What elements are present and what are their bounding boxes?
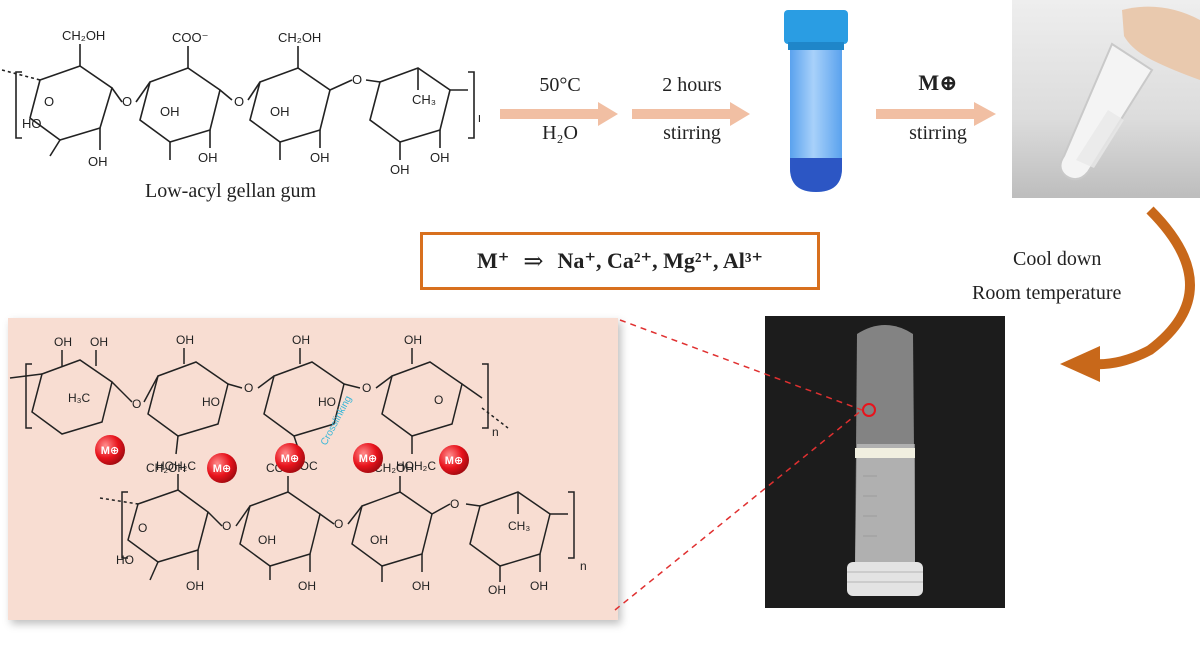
ion-label: M⊕ (281, 453, 299, 465)
ho-label: HO (116, 553, 134, 567)
oh-label: OH (292, 333, 310, 347)
ion-label: M⊕ (445, 455, 463, 467)
photo-hand-tube (1012, 0, 1200, 198)
metal-ion-icon (353, 443, 383, 473)
oh-label: OH (430, 150, 450, 165)
group-label: CH₃ (412, 92, 436, 107)
oh-label: OH (412, 579, 430, 593)
oh-label: OH (270, 104, 290, 119)
oh-label: OH (198, 150, 218, 165)
group-label: CH₂OH (146, 461, 186, 475)
step3-metal: M⊕ (918, 70, 958, 95)
ion-label: M⊕ (213, 463, 231, 475)
ion-label: M⊕ (359, 453, 377, 465)
ring-o: O (362, 381, 371, 395)
metal-ion-icon (275, 443, 305, 473)
step2-action: stirring (663, 122, 721, 144)
repeat-n: n (478, 110, 480, 125)
oh-label: OH (90, 335, 108, 349)
blue-tube (784, 10, 848, 192)
ring-o: O (352, 72, 362, 87)
structure-caption: Low-acyl gellan gum (145, 180, 317, 202)
group-label: H₃C (68, 391, 91, 405)
group-label: COO⁻ (172, 30, 208, 45)
step2-time: 2 hours (662, 74, 722, 96)
implies-arrow-icon: ⇒ (523, 248, 544, 275)
cool-down-label: Cool down (1013, 248, 1102, 270)
oh-label: OH (390, 162, 410, 177)
ho-label: HO (22, 116, 42, 131)
oh-label: OH (404, 333, 422, 347)
room-temperature-label: Room temperature (972, 282, 1122, 304)
ho-label: HO (318, 395, 336, 409)
oh-label: OH (88, 154, 108, 169)
oh-label: OH (54, 335, 72, 349)
zoom-marker-icon (862, 403, 876, 417)
ring-o: O (122, 94, 132, 109)
oh-label: OH (530, 579, 548, 593)
oh-label: OH (298, 579, 316, 593)
crosslinked-network-panel (8, 318, 618, 620)
oh-label: OH (176, 333, 194, 347)
metal-ion-box: M⁺ ⇒ Na⁺, Ca²⁺, Mg²⁺, Al³⁺ (420, 232, 820, 290)
oh-label: OH (488, 583, 506, 597)
ring-o: O (138, 521, 147, 535)
oh-label: OH (258, 533, 276, 547)
ring-o: O (334, 517, 343, 531)
ring-o: O (244, 381, 253, 395)
cooling-curve-arrow-icon (1060, 206, 1195, 382)
ring-o: O (222, 519, 231, 533)
ring-o: O (234, 94, 244, 109)
group-label: CH₂OH (62, 28, 105, 43)
group-label: CH₂OH (278, 30, 321, 45)
metal-ion-icon (439, 445, 469, 475)
group-label: HOH₂C (396, 459, 436, 473)
metal-symbol: M⁺ (476, 248, 510, 273)
ring-o: O (434, 393, 443, 407)
metal-ion-icon (95, 435, 125, 465)
step3-action: stirring (909, 122, 967, 144)
metal-ion-icon (207, 453, 237, 483)
group-label: CH₃ (508, 519, 530, 533)
group-label: HOH₂C (156, 459, 196, 473)
group-label: CH₂OH (374, 461, 414, 475)
photo-gel-tube (765, 316, 1005, 608)
gellan-structure-top: CH₂OH COO⁻ CH₂OH CH₃ O O O O HO OH OH OH… (1, 28, 480, 177)
ion-label: M⊕ (101, 445, 119, 457)
oh-label: OH (186, 579, 204, 593)
ring-o: O (450, 497, 459, 511)
metal-ion-list: Na⁺, Ca²⁺, Mg²⁺, Al³⁺ (557, 248, 764, 273)
oh-label: OH (370, 533, 388, 547)
ring-o: O (44, 94, 54, 109)
oh-label: OH (310, 150, 330, 165)
step1-solvent: H₂O (542, 122, 578, 144)
process-arrows (500, 102, 996, 126)
crosslinked-network-diagram: OH OH OH OH OH H₃C HOH₂C ⁻OOC HOH₂C HO H… (9, 333, 587, 597)
step1-temperature: 50°C (539, 74, 581, 96)
repeat-n: n (580, 559, 587, 573)
oh-label: OH (160, 104, 180, 119)
ring-o: O (132, 397, 141, 411)
ho-label: HO (202, 395, 220, 409)
repeat-n: n (492, 425, 499, 439)
